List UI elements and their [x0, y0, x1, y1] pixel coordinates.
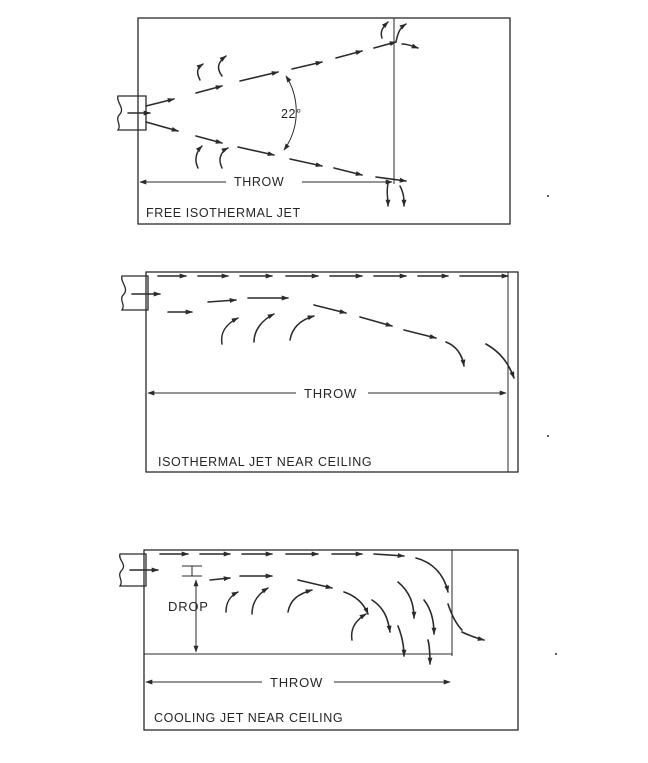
lower-jet-boundary: [209, 573, 437, 665]
panel-caption: FREE ISOTHERMAL JET: [146, 206, 301, 220]
throw-label: THROW: [304, 386, 357, 401]
lower-jet-boundary: [167, 295, 515, 379]
entrainment-arrows: [220, 313, 315, 345]
ceiling-jet-arrows: [159, 551, 485, 641]
throw-label: THROW: [270, 675, 323, 690]
upper-jet-boundary: [145, 41, 397, 107]
panel-caption: ISOTHERMAL JET NEAR CEILING: [158, 455, 372, 469]
panel-free-isothermal-jet: 22° THROW FREE ISOTHERMAL JET: [116, 17, 511, 225]
drop-label: DROP: [168, 599, 209, 614]
panel-caption: COOLING JET NEAR CEILING: [154, 711, 343, 725]
room-outline: [137, 17, 511, 225]
panel-isothermal-jet-near-ceiling: THROW ISOTHERMAL JET NEAR CEILING: [120, 271, 519, 473]
spread-angle-label: 22°: [281, 107, 302, 121]
throw-label: THROW: [234, 175, 284, 189]
diffuser: [118, 553, 147, 587]
room-outline: [145, 271, 519, 473]
lower-jet-boundary: [145, 121, 407, 183]
room-outline: [143, 549, 519, 731]
scan-specks: [547, 195, 557, 655]
entrainment-arrows: [225, 587, 367, 641]
drop-dimension: [182, 565, 202, 653]
panel-cooling-jet-near-ceiling: DROP THROW COOLING JET NEAR CEILING: [118, 549, 519, 731]
diffuser: [116, 95, 147, 131]
entrainment-arrows: [195, 21, 419, 207]
spread-angle-arc: [283, 75, 297, 151]
diffuser: [120, 275, 149, 311]
